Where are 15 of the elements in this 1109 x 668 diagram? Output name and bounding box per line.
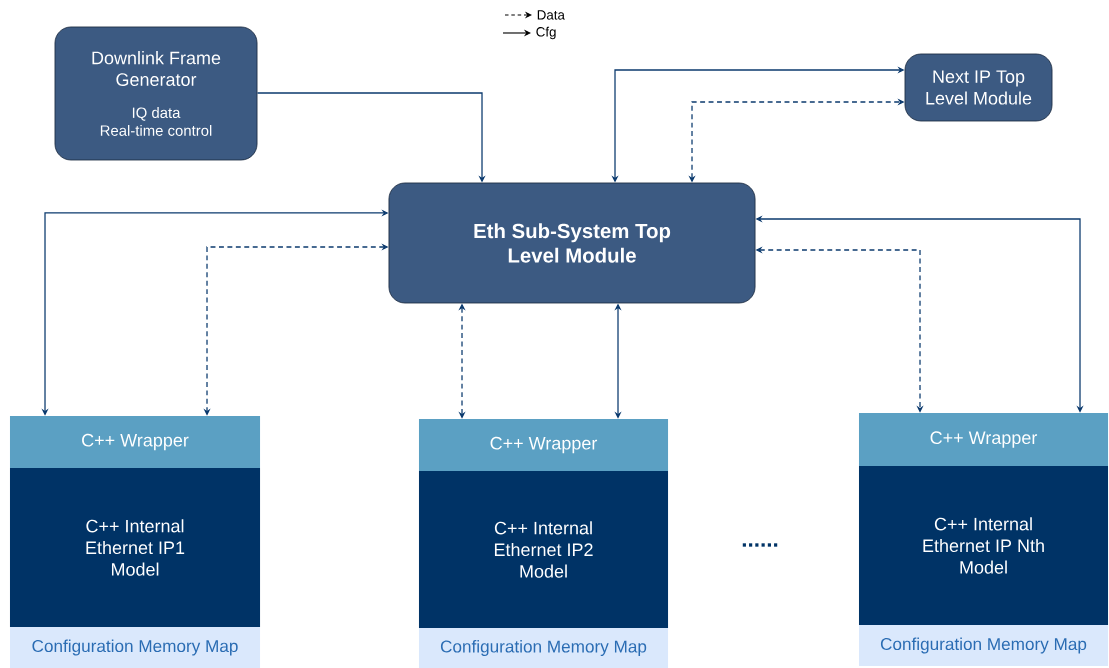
wrapper-band: C++ Wrapper bbox=[419, 419, 669, 471]
wrapper-band: C++ Wrapper bbox=[10, 416, 261, 468]
legend-label: Data bbox=[537, 10, 565, 20]
legend-label: Cfg bbox=[536, 26, 556, 40]
memory-map-band: Configuration Memory Map bbox=[859, 625, 1109, 666]
continuation-dots: ...... bbox=[742, 543, 778, 547]
model-block: C++ Internal Ethernet IP Nth Model bbox=[859, 465, 1109, 625]
module-box: Eth Sub-System Top Level Module bbox=[388, 182, 756, 304]
memory-map-band: Configuration Memory Map bbox=[10, 627, 261, 668]
generator-box: Downlink Frame Generator IQ data Real-time control bbox=[54, 26, 258, 161]
memory-map-band: Configuration Memory Map bbox=[419, 628, 669, 668]
module-box: Next IP Top Level Module bbox=[904, 53, 1053, 122]
model-block: C++ Internal Ethernet IP2 Model bbox=[419, 470, 669, 628]
wrapper-band: C++ Wrapper bbox=[859, 413, 1109, 466]
model-block: C++ Internal Ethernet IP1 Model bbox=[10, 467, 261, 627]
